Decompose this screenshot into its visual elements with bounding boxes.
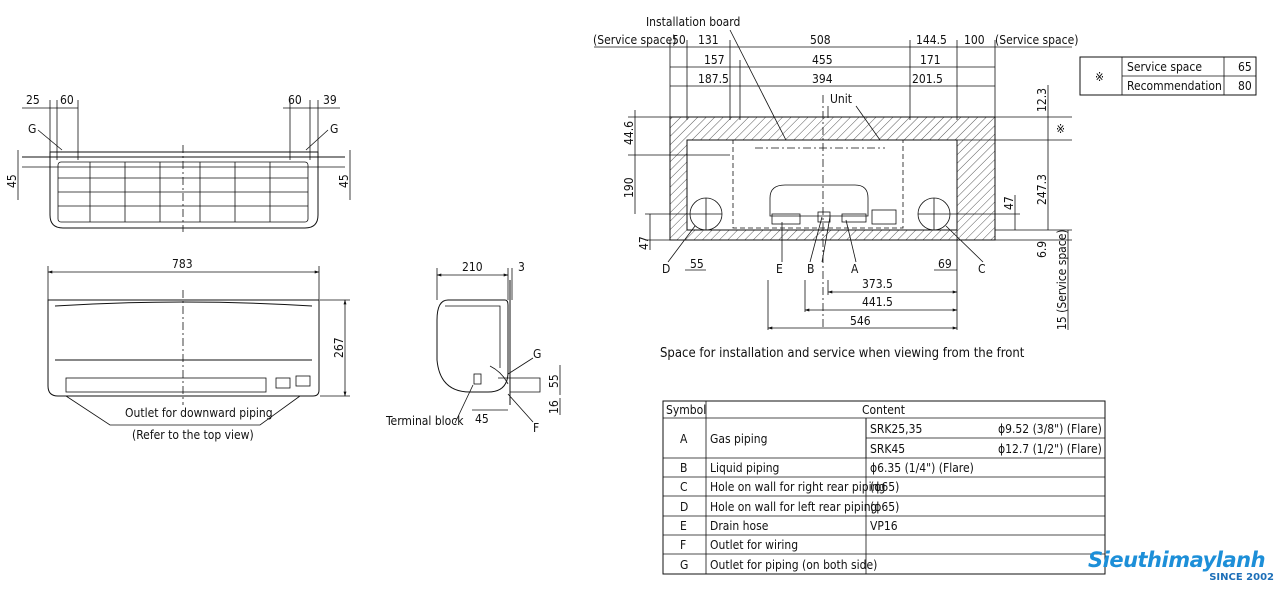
symbol-header: Symbol (666, 403, 706, 417)
row-a-content: Gas piping (710, 432, 767, 446)
logo-tagline: SINCE 2002 (1209, 572, 1274, 583)
inst-right-mark: ※ (1056, 122, 1065, 136)
recommend-row-label: Recommendation (1127, 79, 1222, 93)
inst-row1-100: 100 (964, 33, 985, 47)
row-c-spec: (ϕ65) (870, 480, 899, 494)
service-table: ※ Service space 65 Recommendation 80 (1079, 56, 1257, 96)
inst-letter-a: A (851, 262, 859, 276)
top-dim-60-left: 60 (60, 93, 74, 107)
inst-unit-label: Unit (830, 92, 852, 106)
inst-row2-171: 171 (920, 53, 941, 67)
inst-row3-201: 201.5 (912, 72, 943, 86)
inst-installation-board: Installation board (646, 15, 740, 29)
row-a-symbol: A (680, 432, 688, 446)
side-depth: 210 (462, 260, 483, 274)
row-f-content: Outlet for wiring (710, 538, 798, 552)
inst-row1-50: 50 (672, 33, 686, 47)
inst-row1-144: 144.5 (916, 33, 947, 47)
top-dim-39: 39 (323, 93, 337, 107)
row-b-symbol: B (680, 461, 687, 475)
inst-bottom-441: 441.5 (862, 295, 893, 309)
side-gap: 3 (518, 260, 525, 274)
content-header: Content (862, 403, 905, 417)
inst-row1-131: 131 (698, 33, 719, 47)
inst-row2-455: 455 (812, 53, 833, 67)
side-f: F (533, 421, 539, 435)
inst-dim-69: 69 (938, 257, 952, 271)
inst-row3-187: 187.5 (698, 72, 729, 86)
inst-letter-b: B (807, 262, 814, 276)
inst-left-47: 47 (637, 236, 651, 250)
row-b-content: Liquid piping (710, 461, 779, 475)
inst-right-12: 12.3 (1035, 88, 1049, 112)
front-height: 267 (332, 337, 346, 358)
row-d-spec: (ϕ65) (870, 500, 899, 514)
row-d-symbol: D (680, 500, 688, 514)
inst-bottom-373: 373.5 (862, 277, 893, 291)
row-g-content: Outlet for piping (on both side) (710, 558, 877, 572)
inst-row3-394: 394 (812, 72, 833, 86)
side-dim-45: 45 (475, 412, 489, 426)
inst-row1-508: 508 (810, 33, 831, 47)
inst-service-left: (Service space) (593, 33, 676, 47)
row-f-symbol: F (680, 538, 686, 552)
inst-row2-157: 157 (704, 53, 725, 67)
inst-left-190: 190 (622, 177, 636, 198)
inst-service-bottom: 15 (Service space) (1055, 229, 1069, 330)
install-view: Installation board (Service space) 50 13… (593, 15, 1078, 361)
row-a-detail1: ϕ9.52 (3/8") (Flare) (998, 422, 1102, 436)
inst-letter-e: E (776, 262, 783, 276)
inst-inner-47: 47 (1002, 196, 1016, 210)
inst-left-44: 44.6 (622, 121, 636, 145)
inst-service-right: (Service space) (995, 33, 1078, 47)
recommend-row-value: 80 (1238, 79, 1252, 93)
service-row-label: Service space (1127, 60, 1202, 74)
inst-letter-d: D (662, 262, 670, 276)
row-e-spec: VP16 (870, 519, 898, 533)
top-dim-60-right: 60 (288, 93, 302, 107)
side-dim-55: 55 (547, 374, 561, 388)
row-b-spec: ϕ6.35 (1/4") (Flare) (870, 461, 974, 475)
top-dim-45-left: 45 (5, 174, 19, 188)
row-a-spec2: SRK45 (870, 442, 905, 456)
row-c-content: Hole on wall for right rear piping (710, 480, 885, 494)
row-a-detail2: ϕ12.7 (1/2") (Flare) (998, 442, 1102, 456)
row-d-content: Hole on wall for left rear piping (710, 500, 877, 514)
symbol-table: Symbol Content A Gas piping SRK25,35 ϕ9.… (662, 400, 1106, 575)
side-view: 210 3 Terminal block G F 55 16 45 (385, 260, 561, 435)
top-dim-25: 25 (26, 93, 40, 107)
row-e-content: Drain hose (710, 519, 769, 533)
top-view: 25 60 60 39 G G 45 45 (5, 93, 351, 232)
row-a-spec1: SRK25,35 (870, 422, 922, 436)
top-g-left: G (28, 122, 36, 136)
front-width: 783 (172, 257, 193, 271)
side-dim-16: 16 (547, 400, 561, 414)
row-g-symbol: G (680, 558, 688, 572)
side-terminal: Terminal block (385, 414, 464, 428)
inst-bottom-546: 546 (850, 314, 871, 328)
front-outlet-note: (Refer to the top view) (132, 428, 254, 442)
front-outlet-label: Outlet for downward piping (125, 406, 273, 420)
row-c-symbol: C (680, 480, 688, 494)
front-view: 783 267 Outlet for downward piping (Refe… (47, 257, 350, 442)
logo-name: Sieuthimaylanh (1088, 548, 1266, 572)
service-mark: ※ (1095, 70, 1104, 84)
inst-caption: Space for installation and service when … (660, 346, 1025, 361)
top-g-right: G (330, 122, 338, 136)
inst-right-247: 247.3 (1035, 174, 1049, 205)
top-dim-45-right: 45 (337, 174, 351, 188)
inst-letter-c: C (978, 262, 986, 276)
inst-dim-55: 55 (690, 257, 704, 271)
row-e-symbol: E (680, 519, 687, 533)
brand-logo: Sieuthimaylanh SINCE 2002 (1088, 548, 1278, 588)
side-g: G (533, 347, 541, 361)
service-row-value: 65 (1238, 60, 1252, 74)
inst-right-6: 6.9 (1035, 241, 1049, 258)
